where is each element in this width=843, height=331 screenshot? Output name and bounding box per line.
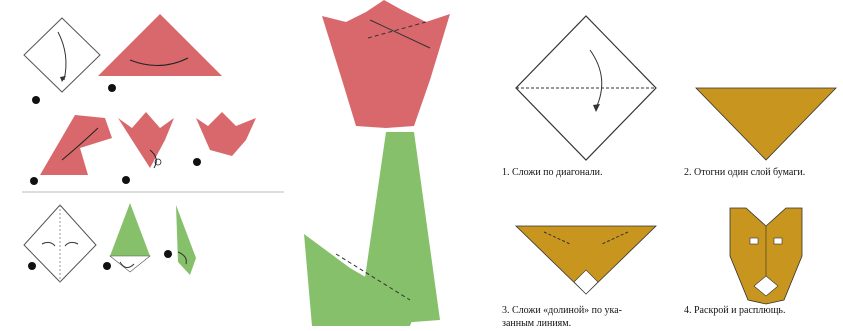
r-step-2-triangle (696, 88, 836, 160)
tulip-flower-head (322, 0, 450, 128)
caption-step-3-line1: 3. Сложи «долиной» по ука- (502, 305, 622, 316)
finished-tulip-diagram (290, 0, 490, 331)
step-7-stem-kite (110, 203, 150, 272)
caption-step-1: 1. Сложи по диагонали. (502, 167, 602, 178)
step-6-diamond (24, 205, 96, 282)
r-step-1-diamond (516, 16, 656, 160)
step-marker-3 (30, 177, 38, 185)
tulip-stem (304, 132, 440, 326)
step-4-tulip-head (118, 112, 174, 168)
step-marker-6 (28, 262, 36, 270)
step-8-stem-folded (176, 205, 196, 275)
step-marker-2 (108, 84, 116, 92)
step-5-tulip-head (196, 112, 256, 156)
r-step-3-triangle (516, 226, 656, 294)
finished-tulip-panel (290, 0, 490, 331)
right-steps-panel: 1. Сложи по диагонали. 2. Отогни один сл… (500, 0, 843, 331)
step-marker-7 (103, 262, 111, 270)
step-marker-8 (164, 250, 172, 258)
left-steps-panel (0, 0, 290, 331)
caption-step-3-line2: занным линиям. (502, 318, 571, 329)
step-1-diamond (24, 18, 100, 92)
caption-step-4: 4. Раскрой и расплющь. (684, 305, 785, 316)
step-3-fold (40, 115, 112, 175)
step-marker-5 (193, 158, 201, 166)
step-marker-1 (32, 96, 40, 104)
r-step-4-head (730, 208, 802, 304)
step-marker-4 (122, 176, 130, 184)
step-2-triangle (98, 14, 222, 76)
left-steps-diagram (0, 0, 290, 331)
right-steps-diagram (500, 0, 843, 331)
caption-step-2: 2. Отогни один слой бумаги. (684, 167, 805, 178)
